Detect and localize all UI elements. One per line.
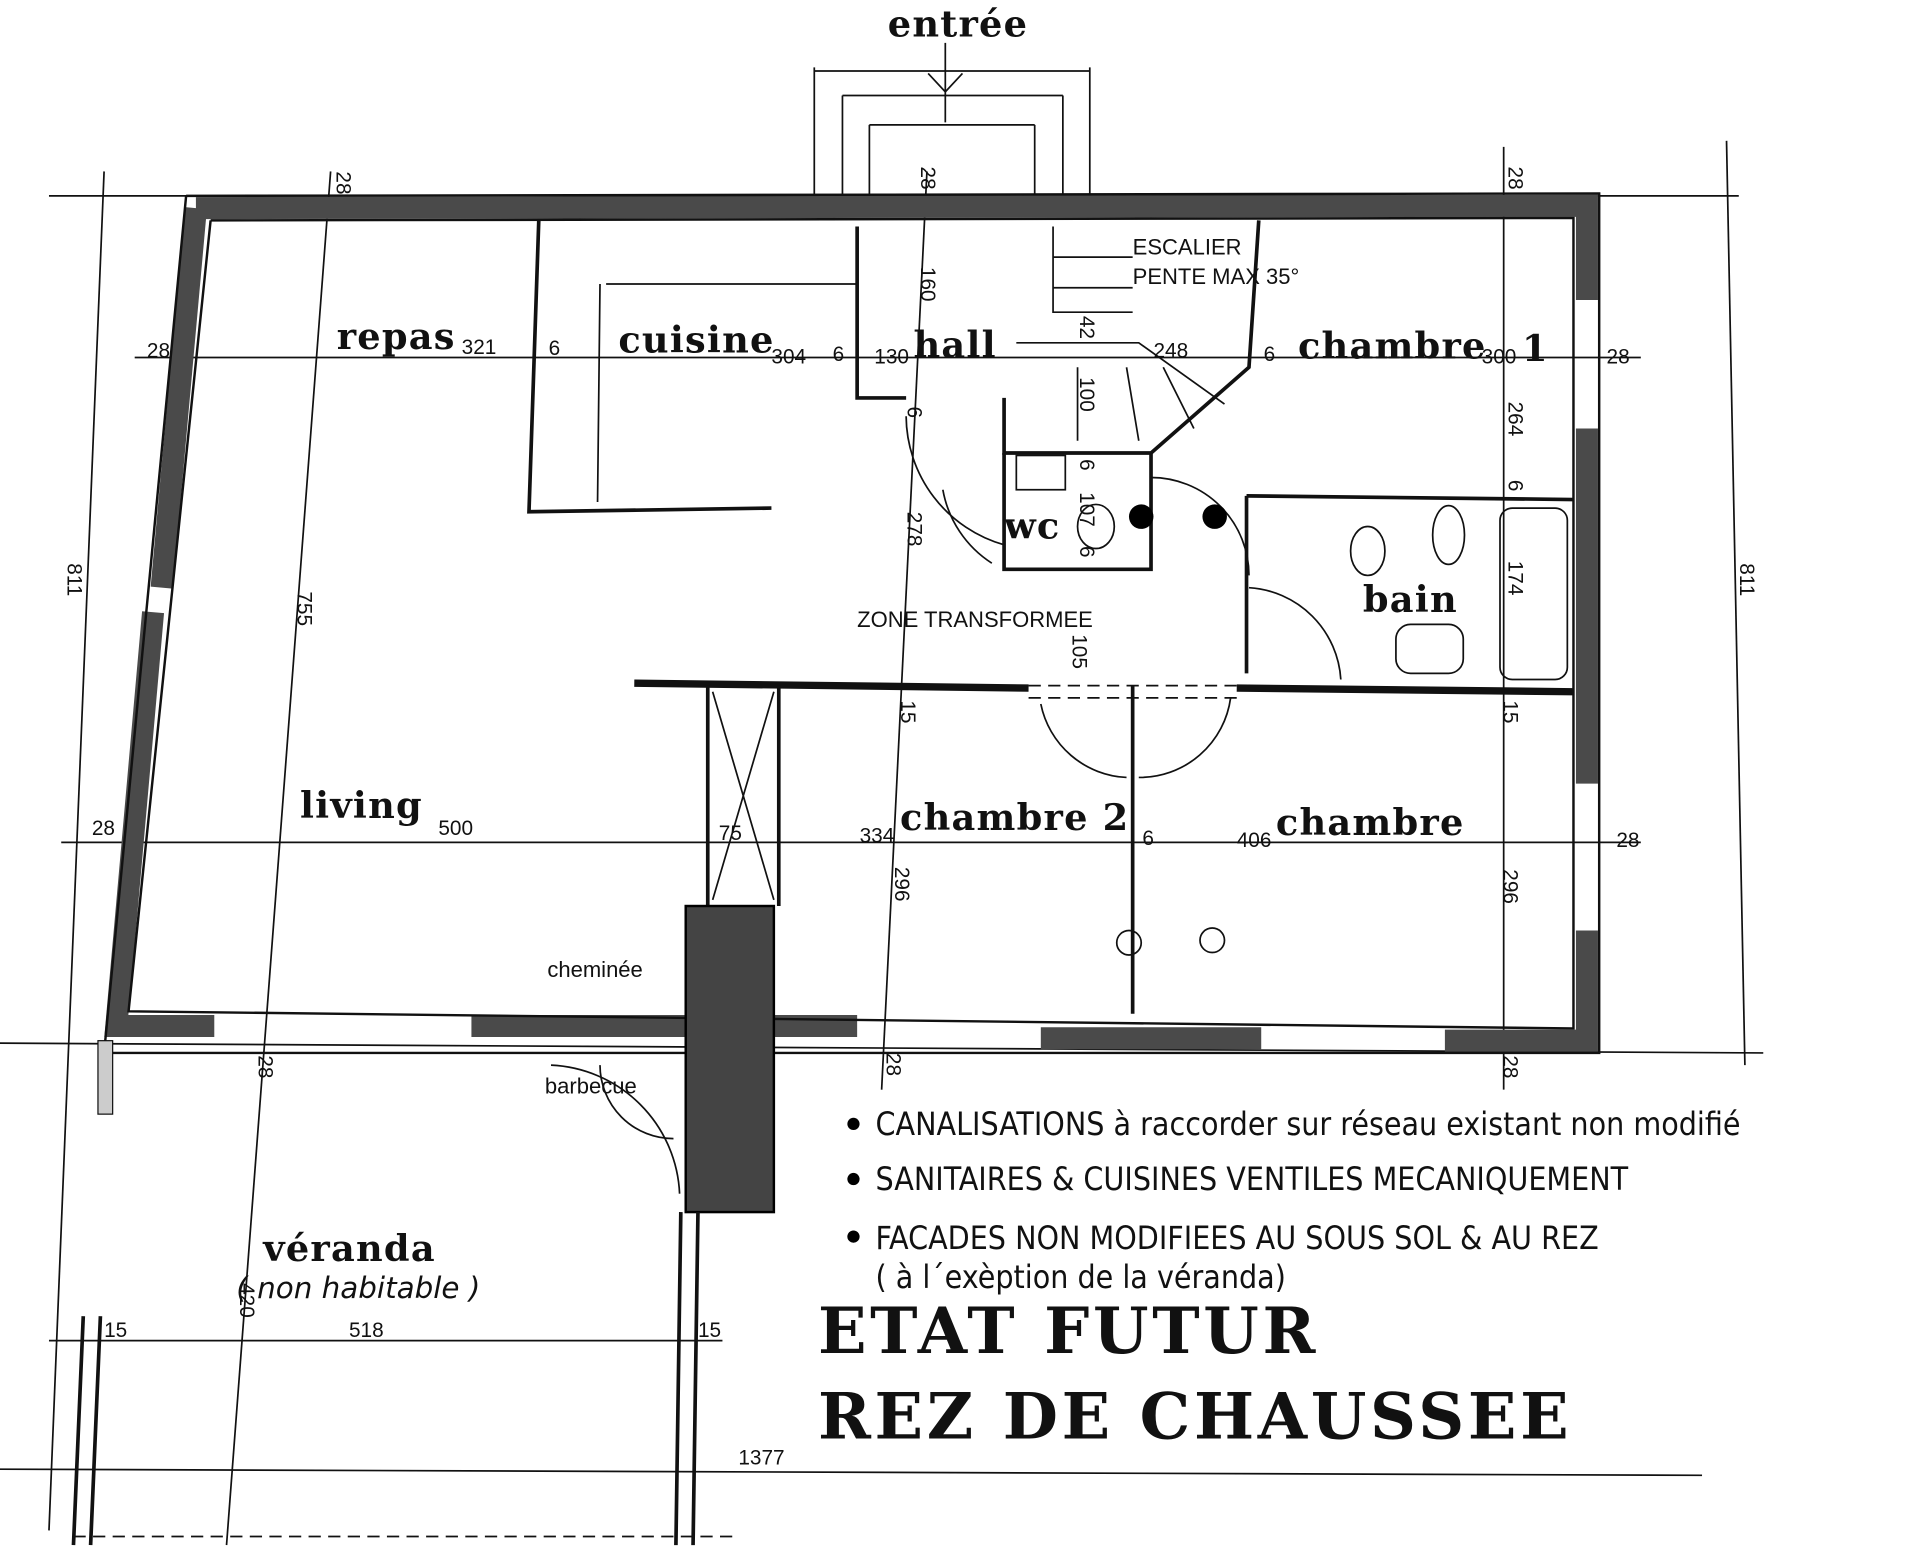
drain-dot-icon: [1128, 504, 1154, 529]
bullet-icon: [847, 1117, 860, 1131]
dim: 28: [916, 167, 939, 190]
room-hall: hall: [913, 324, 996, 367]
dim: 420: [235, 1283, 258, 1318]
veranda-post: [97, 1040, 114, 1115]
bidet-icon: [1431, 504, 1466, 566]
radiator-icon: [1115, 929, 1143, 956]
stair-label: ESCALIER: [1133, 235, 1242, 260]
sink-icon: [1015, 454, 1067, 491]
exterior-walls: [102, 192, 1601, 1055]
notes: CANALISATIONS à raccorder sur réseau exi…: [847, 1105, 1741, 1296]
dim: 28: [1499, 1055, 1522, 1078]
room-repas: repas: [337, 315, 456, 358]
dimension-values: 28 28 28 28 321 6 304 6 130 160 42 248 1…: [62, 167, 1758, 1470]
room-chambre-1: chambre: [1298, 325, 1487, 368]
note-2: SANITAIRES & CUISINES VENTILES MECANIQUE…: [876, 1160, 1629, 1198]
dim: 130: [874, 346, 909, 369]
dim: 28: [92, 817, 115, 840]
radiator-icon: [1199, 927, 1226, 954]
interior-walls: [527, 220, 1574, 1014]
dim: 107: [1075, 492, 1098, 527]
dim: 248: [1153, 340, 1188, 363]
dim: 28: [1607, 346, 1630, 369]
dim: 518: [349, 1319, 384, 1342]
room-chambre-1-number: 1: [1522, 327, 1549, 370]
dim: 15: [104, 1319, 127, 1342]
plan-title-line-2: REZ DE CHAUSSEE: [818, 1380, 1572, 1455]
dim: 296: [890, 867, 913, 902]
room-bain: bain: [1363, 578, 1458, 621]
dim: 105: [1068, 634, 1091, 669]
dim: 406: [1237, 829, 1272, 852]
dim: 811: [62, 563, 85, 596]
toilet-icon: [1349, 525, 1386, 577]
dim: 15: [896, 700, 919, 723]
dim: 15: [1499, 700, 1522, 723]
dim: 278: [902, 512, 925, 547]
plan-title-line-1: ETAT FUTUR: [818, 1294, 1319, 1369]
zone-label: ZONE TRANSFORMEE: [857, 607, 1093, 632]
dim: 334: [860, 824, 895, 847]
note-1: CANALISATIONS à raccorder sur réseau exi…: [876, 1105, 1741, 1143]
bullet-icon: [847, 1172, 860, 1186]
dim: 28: [332, 171, 355, 194]
dim: 28: [1504, 167, 1527, 190]
stair-slope-label: PENTE MAX 35°: [1133, 264, 1300, 289]
dim: 500: [438, 817, 473, 840]
room-wc: wc: [1003, 505, 1060, 548]
dim: 300: [1482, 346, 1517, 369]
dim: 6: [1504, 480, 1527, 492]
washbasin-icon: [1395, 623, 1465, 675]
dim: 755: [293, 591, 316, 626]
dim: 100: [1075, 377, 1098, 412]
room-chambre-2: chambre 2: [900, 796, 1129, 839]
toilet-icon: [1076, 503, 1116, 550]
dim: 6: [1075, 459, 1098, 471]
bullet-icon: [847, 1230, 860, 1243]
room-cuisine: cuisine: [618, 319, 774, 362]
dim: 15: [698, 1319, 721, 1342]
room-living: living: [300, 784, 423, 827]
dim: 6: [1264, 343, 1276, 366]
dim: 296: [1499, 869, 1522, 904]
dim: 28: [1616, 829, 1639, 852]
fixtures: [71, 454, 1569, 1546]
dim: 28: [882, 1053, 905, 1076]
dim: 160: [916, 267, 939, 302]
note-3-detail: ( à l´exèption de la véranda): [876, 1258, 1286, 1296]
note-3: FACADES NON MODIFIEES AU SOUS SOL & AU R…: [876, 1219, 1599, 1257]
barbecue-label: barbecue: [545, 1073, 637, 1098]
drain-dot-icon: [1202, 504, 1227, 529]
veranda-note: ( non habitable ): [236, 1271, 480, 1305]
room-veranda: véranda: [262, 1227, 436, 1270]
chimney: [684, 904, 776, 1214]
dim: 28: [253, 1055, 276, 1078]
dim: 6: [1075, 546, 1098, 558]
dim: 42: [1075, 316, 1098, 339]
dim: 75: [719, 822, 742, 845]
dim: 6: [1142, 827, 1154, 850]
dim: 304: [771, 346, 806, 369]
dimension-lines: [0, 42, 1764, 1546]
dim: 811: [1735, 563, 1758, 596]
dim: 6: [833, 343, 845, 366]
cheminee-label: cheminée: [547, 957, 642, 982]
dim: 1377: [738, 1446, 784, 1469]
entrance-label: entrée: [888, 3, 1028, 46]
dim: 264: [1504, 402, 1527, 437]
room-labels: entrée repas cuisine hall chambre 1 wc b…: [236, 3, 1549, 1305]
dim: 28: [147, 340, 170, 363]
dim: 321: [462, 336, 497, 359]
dim: 6: [902, 406, 925, 418]
room-chambre-3: chambre: [1276, 801, 1465, 844]
dim: 6: [549, 337, 561, 360]
bathtub-icon: [1499, 507, 1569, 681]
dim: 174: [1504, 561, 1527, 596]
